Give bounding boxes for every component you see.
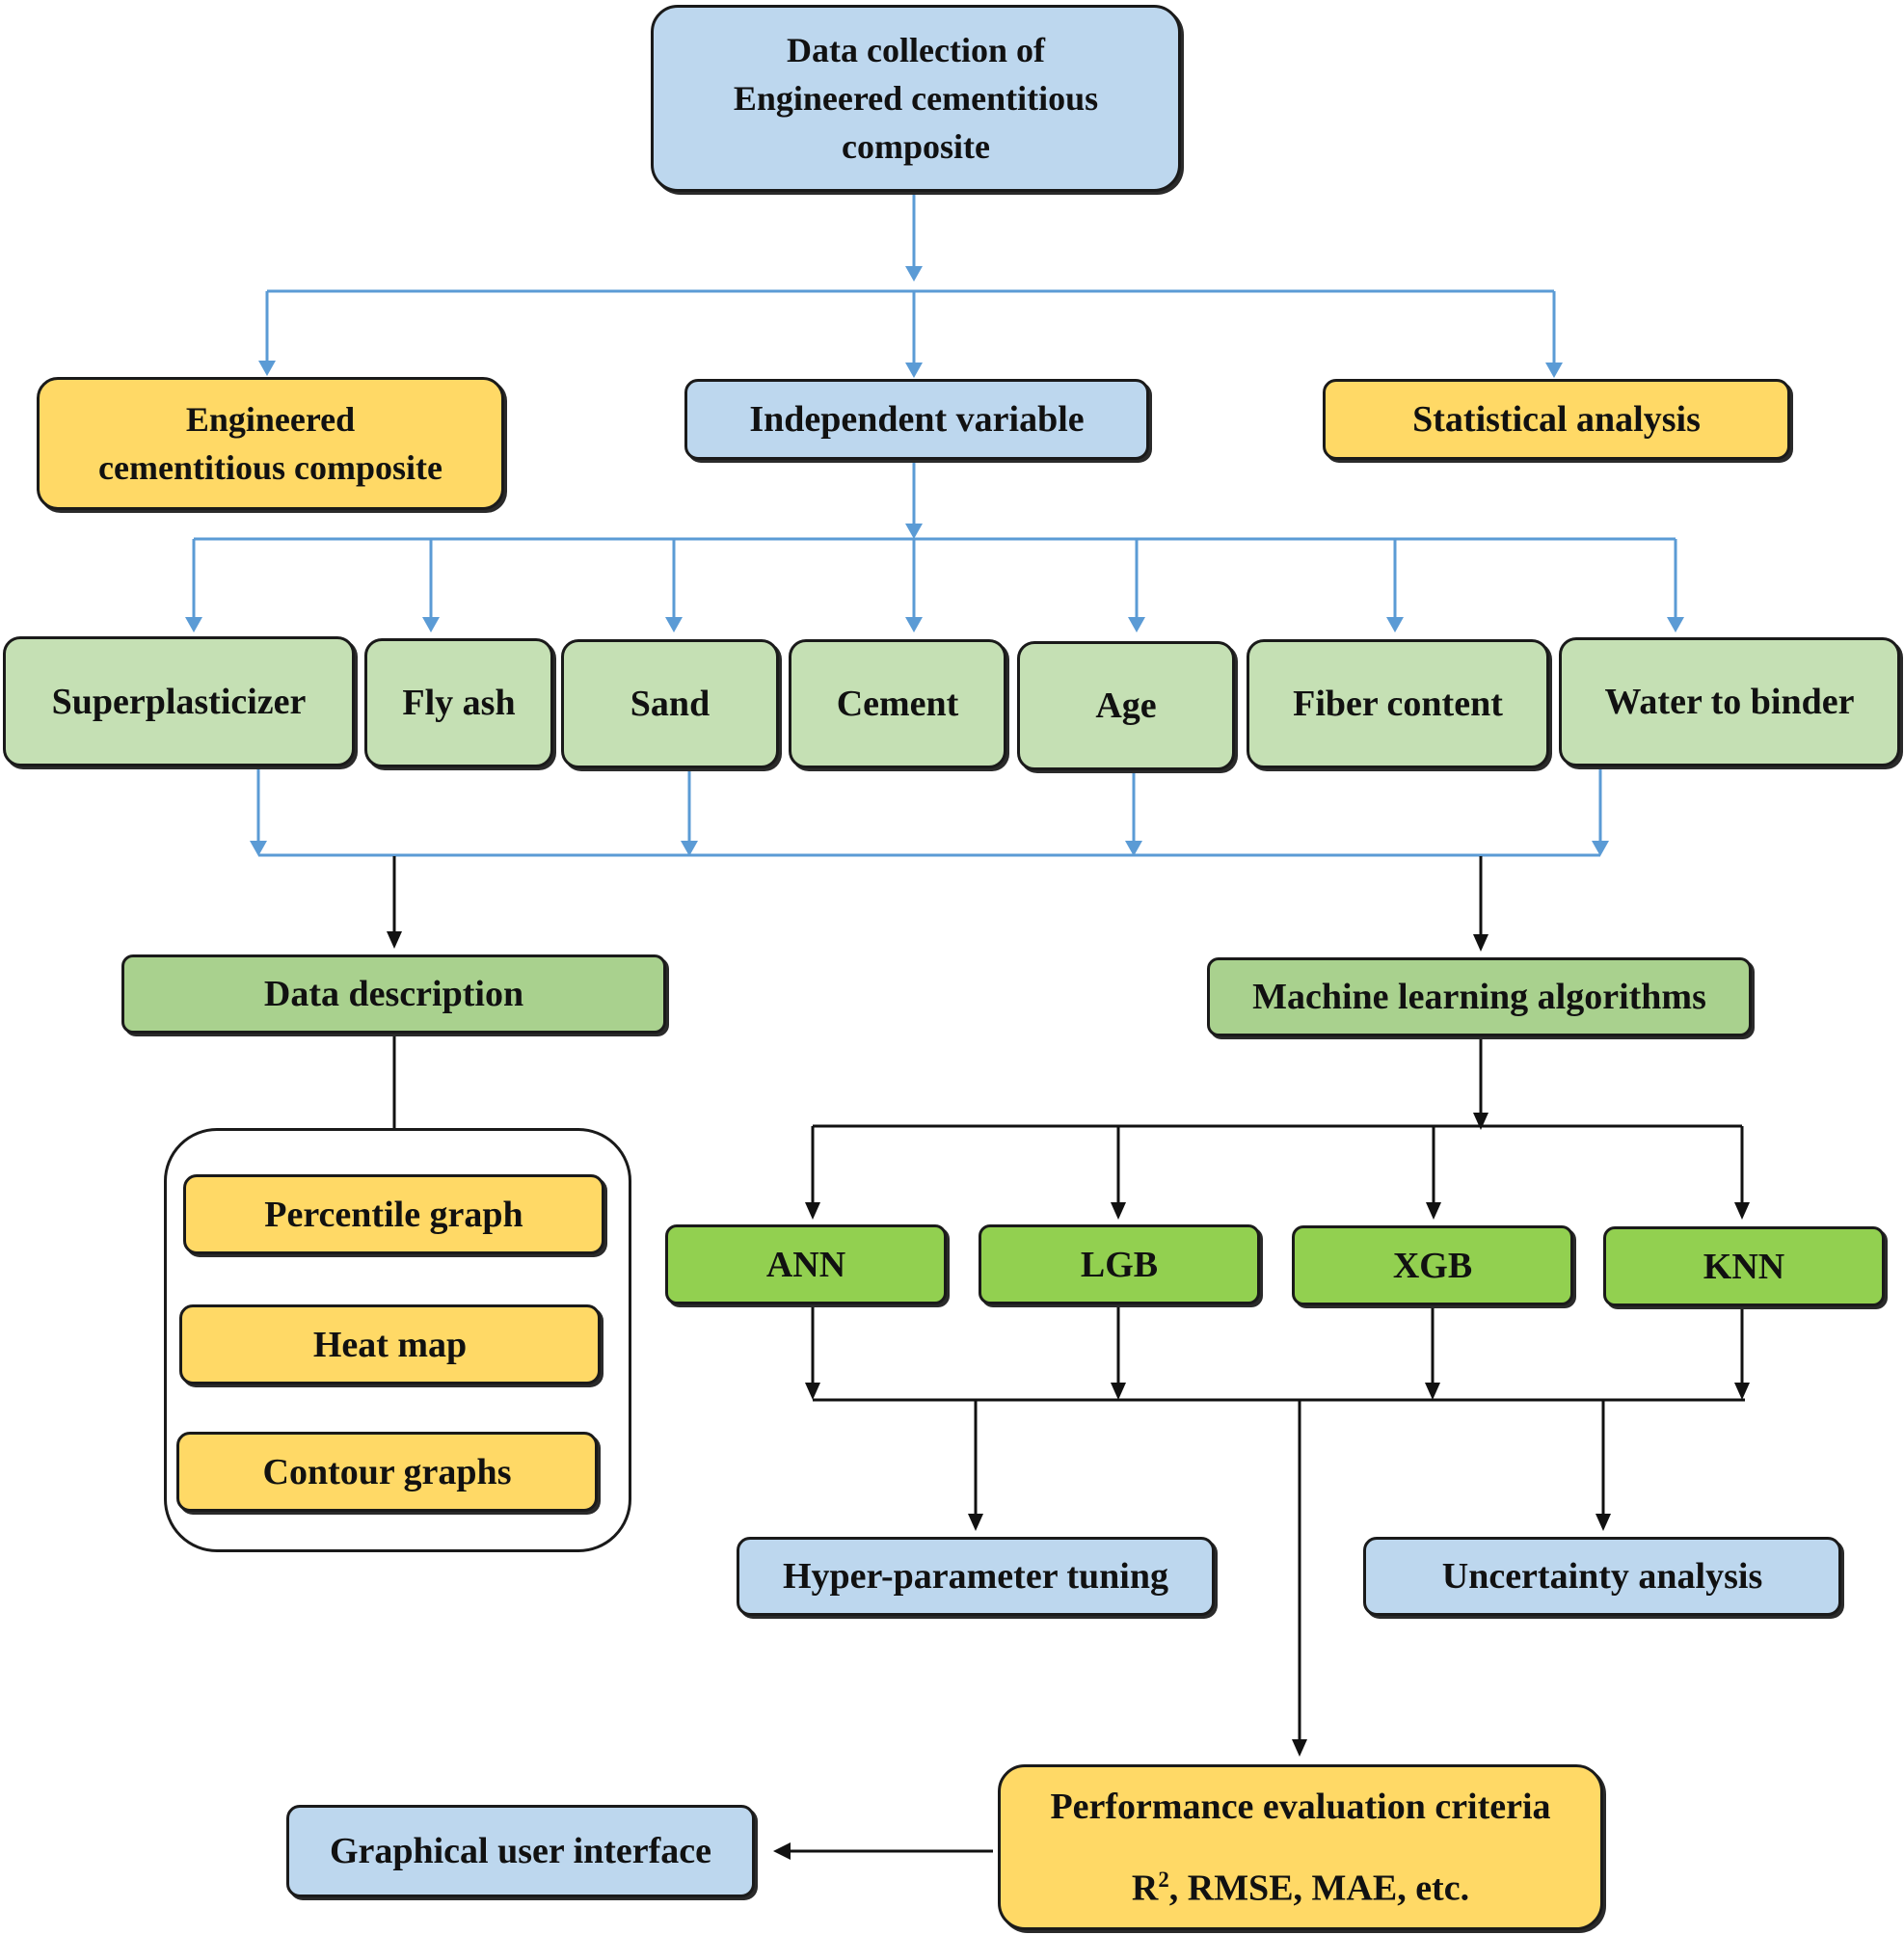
uncertainty-analysis-box: Uncertainty analysis <box>1363 1537 1841 1616</box>
engineered-cementitious-composite-box: Engineered cementitious composite <box>37 377 504 510</box>
r-squared-base: R <box>1131 1868 1159 1909</box>
hyper-parameter-tuning-label: Hyper-parameter tuning <box>782 1556 1168 1597</box>
variable-to-collector-3-head <box>1592 841 1609 856</box>
performance-to-gui-head <box>773 1842 791 1860</box>
performance-evaluation-box: Performance evaluation criteria R2, RMSE… <box>998 1764 1603 1930</box>
variable-age: Age <box>1017 641 1235 770</box>
variable-label: Fiber content <box>1293 684 1503 724</box>
variable-label: Fly ash <box>402 683 516 723</box>
percentile-graph-label: Percentile graph <box>264 1194 523 1235</box>
machine-learning-label: Machine learning algorithms <box>1252 977 1706 1017</box>
uncertainty-analysis-label: Uncertainty analysis <box>1441 1556 1763 1597</box>
blue-arrowheads <box>185 266 1684 856</box>
root-line-3: composite <box>842 127 990 166</box>
data-description-box: Data description <box>121 954 666 1034</box>
variable-cement: Cement <box>789 639 1006 768</box>
root-line-2: Engineered cementitious <box>733 79 1099 118</box>
bus-to-variable-1-head <box>422 617 440 632</box>
variable-label: Water to binder <box>1604 682 1855 722</box>
variable-to-collector-2-head <box>1125 841 1142 856</box>
heat-map-label: Heat map <box>312 1324 468 1365</box>
bus-to-independent-head <box>905 363 923 378</box>
bus-to-algorithm-1-head <box>1111 1202 1126 1220</box>
collector-to-data-description-head <box>387 931 402 949</box>
algorithm-to-lower-bus-0-head <box>805 1383 820 1400</box>
bus-to-variable-3-head <box>905 617 923 632</box>
bus-to-variable-4-head <box>1128 617 1145 632</box>
bus-to-variable-0-head <box>185 617 202 632</box>
algorithm-to-lower-bus-2-head <box>1425 1383 1440 1400</box>
contour-graphs-box: Contour graphs <box>176 1432 598 1512</box>
variable-label: Sand <box>630 684 711 724</box>
collector-to-machine-learning-head <box>1473 934 1488 952</box>
algorithm-label: KNN <box>1703 1246 1785 1287</box>
variable-label: Age <box>1095 685 1157 726</box>
independent-variable-label: Independent variable <box>749 399 1085 440</box>
ecc-line-1: Engineered <box>185 400 356 439</box>
ml-to-bus-head <box>1473 1113 1488 1130</box>
data-description-label: Data description <box>263 974 524 1014</box>
root-to-bus-head <box>905 266 923 282</box>
algorithm-label: LGB <box>1080 1244 1159 1285</box>
ecc-line-2: cementitious composite <box>98 448 442 487</box>
algorithm-to-lower-bus-3-head <box>1734 1383 1750 1400</box>
contour-graphs-label: Contour graphs <box>262 1451 512 1492</box>
variable-sand: Sand <box>561 639 779 768</box>
data-collection-box: Data collection of Engineered cementitio… <box>651 5 1181 192</box>
bus-to-variable-2-head <box>665 617 683 632</box>
bus-to-hyper-parameter-head <box>968 1514 983 1531</box>
bus-to-algorithm-2-head <box>1426 1202 1441 1220</box>
black-arrowheads <box>387 931 1750 1860</box>
algorithm-label: XGB <box>1392 1245 1473 1286</box>
algorithm-lgb-box: LGB <box>979 1224 1260 1304</box>
graphical-user-interface-label: Graphical user interface <box>329 1831 712 1871</box>
graphical-user-interface-box: Graphical user interface <box>286 1805 755 1897</box>
statistical-analysis-box: Statistical analysis <box>1323 379 1790 460</box>
variable-fiber-content: Fiber content <box>1247 639 1549 768</box>
independent-variable-box: Independent variable <box>684 379 1149 460</box>
bus-to-variable-6-head <box>1667 617 1684 632</box>
bus-to-uncertainty-head <box>1596 1514 1611 1531</box>
bus-to-algorithm-3-head <box>1734 1202 1750 1220</box>
blue-connectors <box>192 192 1677 857</box>
percentile-graph-box: Percentile graph <box>183 1174 604 1254</box>
bus-to-ecc-head <box>258 361 276 376</box>
black-connectors <box>392 856 1745 1853</box>
heat-map-box: Heat map <box>179 1304 601 1384</box>
metrics-rest: , RMSE, MAE, etc. <box>1168 1868 1470 1909</box>
bus-to-statistical-head <box>1545 363 1563 378</box>
variable-water-to-binder: Water to binder <box>1559 637 1900 766</box>
root-line-1: Data collection of <box>787 31 1045 69</box>
bus-to-algorithm-0-head <box>805 1202 820 1220</box>
performance-metrics: R2, RMSE, MAE, etc. <box>1050 1843 1550 1925</box>
algorithm-label: ANN <box>765 1244 846 1285</box>
variable-to-collector-0-head <box>250 841 267 856</box>
algorithm-to-lower-bus-1-head <box>1111 1383 1126 1400</box>
variable-to-collector-1-head <box>681 841 698 856</box>
bus-to-performance-head <box>1292 1739 1307 1757</box>
hyper-parameter-tuning-box: Hyper-parameter tuning <box>737 1537 1215 1616</box>
performance-line-1: Performance evaluation criteria <box>1050 1786 1551 1827</box>
algorithm-ann-box: ANN <box>665 1224 947 1304</box>
algorithm-knn-box: KNN <box>1603 1226 1885 1306</box>
variable-label: Cement <box>836 684 959 724</box>
variable-label: Superplasticizer <box>51 681 307 722</box>
bus-to-variable-5-head <box>1386 617 1404 632</box>
statistical-analysis-label: Statistical analysis <box>1412 399 1701 440</box>
algorithm-xgb-box: XGB <box>1292 1225 1573 1305</box>
machine-learning-box: Machine learning algorithms <box>1207 957 1752 1036</box>
variable-fly-ash: Fly ash <box>364 638 553 767</box>
independent-to-bus-head <box>905 524 923 539</box>
variable-superplasticizer: Superplasticizer <box>3 636 355 766</box>
r-squared-exponent: 2 <box>1158 1867 1169 1892</box>
